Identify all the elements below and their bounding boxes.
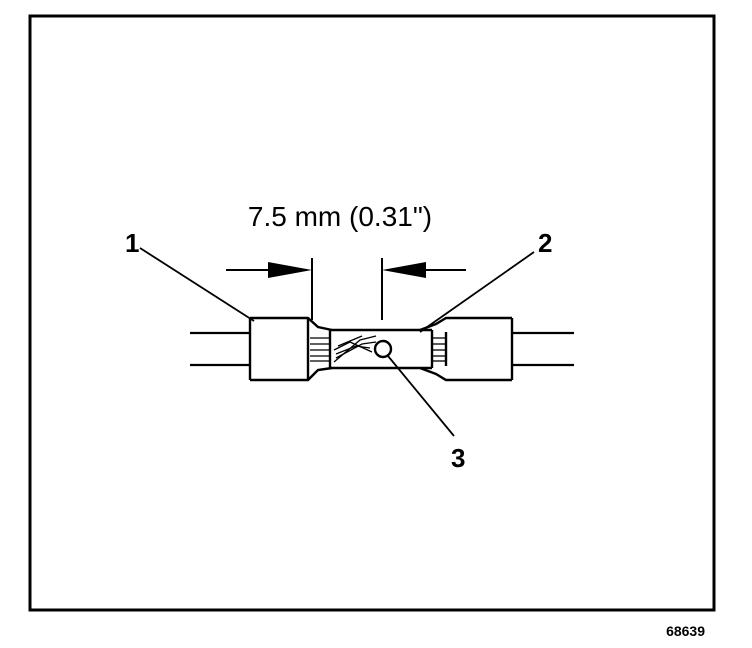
callout-2: 2	[538, 228, 552, 258]
dimension-extension-lines	[311, 258, 383, 320]
right-heat-shrink-sleeve	[419, 316, 514, 382]
figure-border	[28, 14, 716, 612]
left-wire	[190, 331, 250, 367]
right-wire-strands	[432, 337, 446, 362]
inspection-hole	[373, 339, 393, 359]
splice-barrel	[328, 328, 434, 370]
dimension-arrow-right	[382, 262, 466, 278]
callout-leaders	[139, 247, 535, 437]
figure-id: 68639	[666, 623, 705, 639]
right-wire	[512, 331, 574, 367]
dimension-arrow-left	[226, 262, 312, 278]
dimension-label: 7.5 mm (0.31")	[248, 201, 432, 232]
callout-1: 1	[125, 228, 139, 258]
left-heat-shrink-sleeve	[248, 316, 333, 382]
callout-3: 3	[451, 443, 465, 473]
left-wire-strands	[310, 335, 377, 363]
